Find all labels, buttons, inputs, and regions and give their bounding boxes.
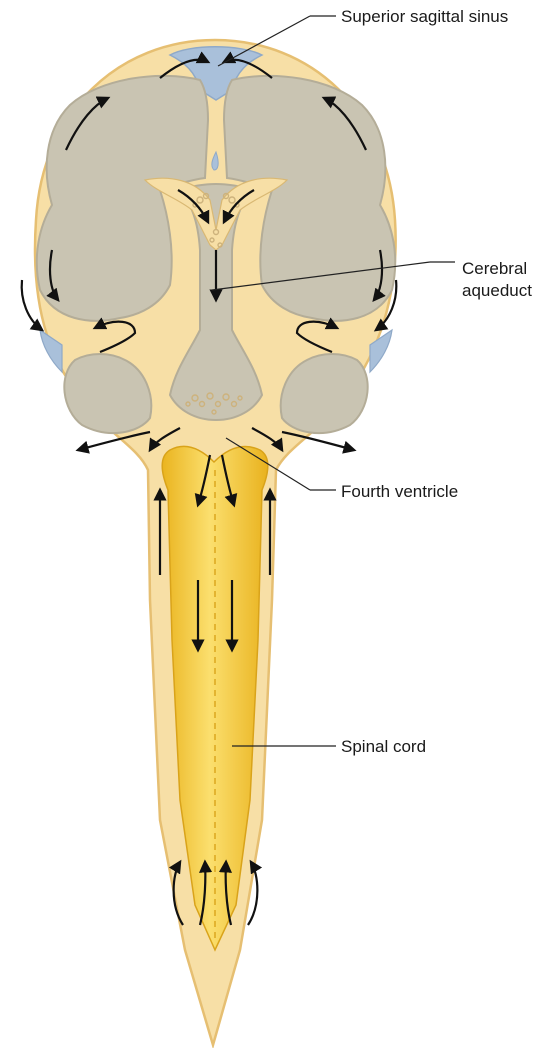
label-cerebral-aqueduct-line1: Cerebral (462, 259, 527, 278)
label-superior-sagittal-sinus: Superior sagittal sinus (341, 7, 508, 26)
label-spinal-cord: Spinal cord (341, 737, 426, 756)
label-cerebral-aqueduct-line2: aqueduct (462, 281, 532, 300)
label-fourth-ventricle: Fourth ventricle (341, 482, 458, 501)
